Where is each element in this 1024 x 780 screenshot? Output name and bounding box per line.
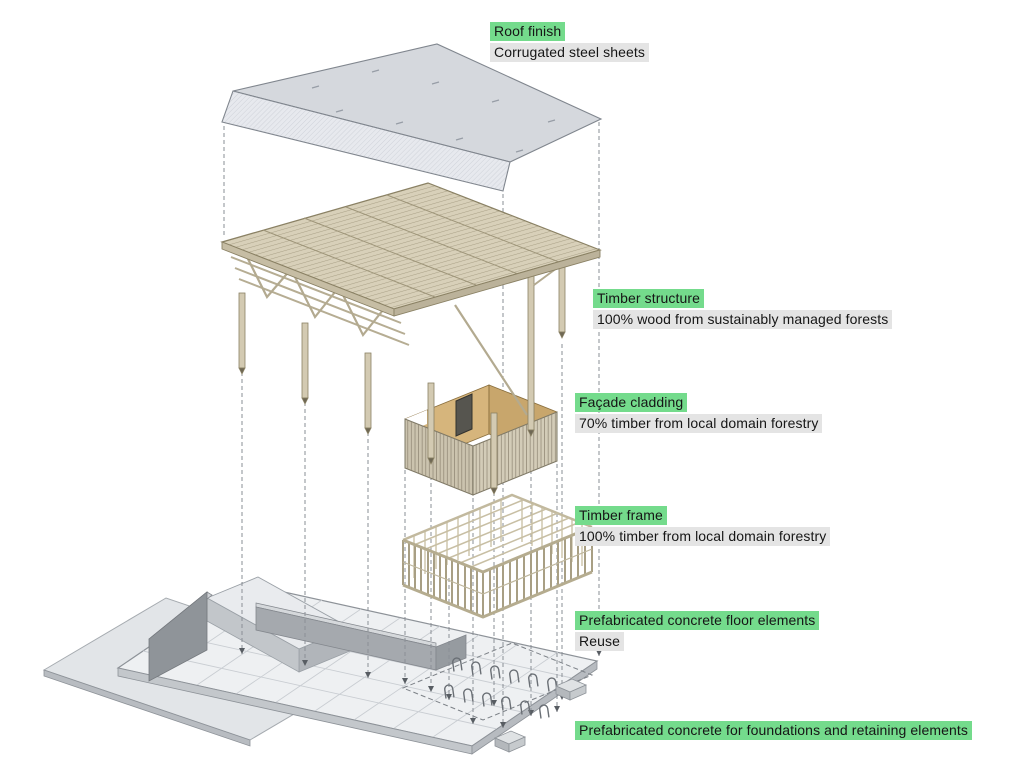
- timber-roof-structure: [220, 182, 602, 495]
- label-floor-elements-title: Prefabricated concrete floor elements: [575, 611, 820, 630]
- label-facade-cladding-title: Façade cladding: [575, 393, 688, 412]
- label-timber-frame: Timber frame 100% timber from local doma…: [575, 506, 831, 546]
- label-roof-finish-title: Roof finish: [490, 22, 566, 41]
- label-roof-finish-subtitle: Corrugated steel sheets: [490, 43, 649, 62]
- label-floor-elements-subtitle: Reuse: [575, 632, 624, 651]
- label-floor-elements: Prefabricated concrete floor elements Re…: [575, 611, 820, 651]
- roof-fastener-ticks: [311, 69, 556, 153]
- label-facade-cladding-subtitle: 70% timber from local domain forestry: [575, 414, 823, 433]
- footprint-outline: [401, 642, 594, 721]
- roof-sheet: [221, 43, 603, 192]
- label-timber-structure-subtitle: 100% wood from sustainably managed fores…: [593, 310, 893, 329]
- retaining-wall: [255, 602, 467, 671]
- label-timber-structure: Timber structure 100% wood from sustaina…: [593, 289, 893, 329]
- label-roof-finish: Roof finish Corrugated steel sheets: [490, 22, 649, 62]
- label-foundation-title: Prefabricated concrete for foundations a…: [575, 721, 973, 740]
- label-foundation: Prefabricated concrete for foundations a…: [575, 721, 973, 740]
- label-timber-structure-title: Timber structure: [593, 289, 704, 308]
- foundation-blocks: [493, 678, 588, 753]
- label-timber-frame-title: Timber frame: [575, 506, 667, 525]
- label-facade-cladding: Façade cladding 70% timber from local do…: [575, 393, 823, 433]
- timber-stud-frame: [402, 493, 593, 619]
- label-timber-frame-subtitle: 100% timber from local domain forestry: [575, 527, 831, 546]
